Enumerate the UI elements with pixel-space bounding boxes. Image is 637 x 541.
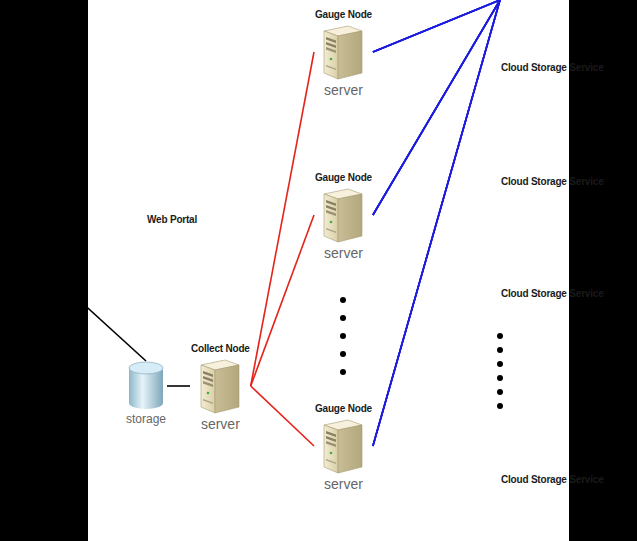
node-heading: Cloud Storage Service [500, 288, 605, 302]
connector-line [0, 228, 146, 361]
node-label: server [200, 415, 241, 432]
gauge-node: Gauge Node server [314, 403, 373, 492]
node-label: server [323, 81, 364, 98]
ellipsis-dot [340, 351, 346, 357]
connector-line [373, 0, 500, 52]
connector-line [373, 0, 500, 446]
node-label: server [323, 475, 364, 492]
web-portal: Web Portal [146, 214, 198, 228]
node-heading: Cloud Storage Service [500, 474, 605, 488]
cloud-storage-service: Cloud Storage Service [500, 474, 605, 488]
connectors [0, 0, 500, 446]
ellipsis-dot [497, 333, 503, 339]
server-icon [320, 186, 366, 244]
cloud-storage-service: Cloud Storage Service [500, 288, 605, 302]
cloud-storage-service: Cloud Storage Service [500, 176, 605, 190]
ellipsis-dot [497, 389, 503, 395]
cloud-storage-service: Cloud Storage Service [500, 62, 605, 76]
ellipsis-dot [497, 375, 503, 381]
connector-line [373, 0, 500, 446]
node-heading: Gauge Node [314, 9, 373, 23]
collect-node: Collect Node server [190, 343, 251, 432]
node-label: storage [125, 411, 167, 426]
node-label: server [323, 244, 364, 261]
node-heading: Collect Node [190, 343, 251, 357]
gauge-node: Gauge Node server [314, 172, 373, 261]
ellipsis-dot [340, 297, 346, 303]
node-heading: Web Portal [146, 214, 198, 228]
node-heading: Gauge Node [314, 172, 373, 186]
black-band [0, 0, 88, 541]
connector-line [373, 0, 500, 215]
connector-line [373, 0, 500, 215]
ellipsis-dot [340, 369, 346, 375]
connector-line [373, 0, 500, 446]
node-heading: Cloud Storage Service [500, 62, 605, 76]
node-heading: Cloud Storage Service [500, 176, 605, 190]
ellipsis-dots [340, 297, 503, 409]
ellipsis-dot [497, 347, 503, 353]
cyl-icon [127, 361, 165, 411]
server-icon [320, 23, 366, 81]
ellipsis-dot [340, 333, 346, 339]
connector-line [167, 385, 190, 387]
server-icon [197, 357, 243, 415]
ellipsis-dot [497, 361, 503, 367]
server-icon [320, 417, 366, 475]
connector-line [373, 0, 500, 446]
storage-cylinder: storage [125, 361, 167, 426]
connector-line [373, 0, 500, 52]
connector-line [251, 215, 314, 386]
gauge-node: Gauge Node server [314, 9, 373, 98]
connector-line [251, 52, 314, 386]
connector-line [373, 0, 500, 215]
connector-line [251, 386, 314, 446]
ellipsis-dot [497, 403, 503, 409]
ellipsis-dot [340, 315, 346, 321]
connector-line [373, 0, 500, 215]
connector-line [373, 0, 500, 52]
connector-line [373, 0, 500, 52]
node-heading: Gauge Node [314, 403, 373, 417]
black-band [569, 0, 637, 541]
